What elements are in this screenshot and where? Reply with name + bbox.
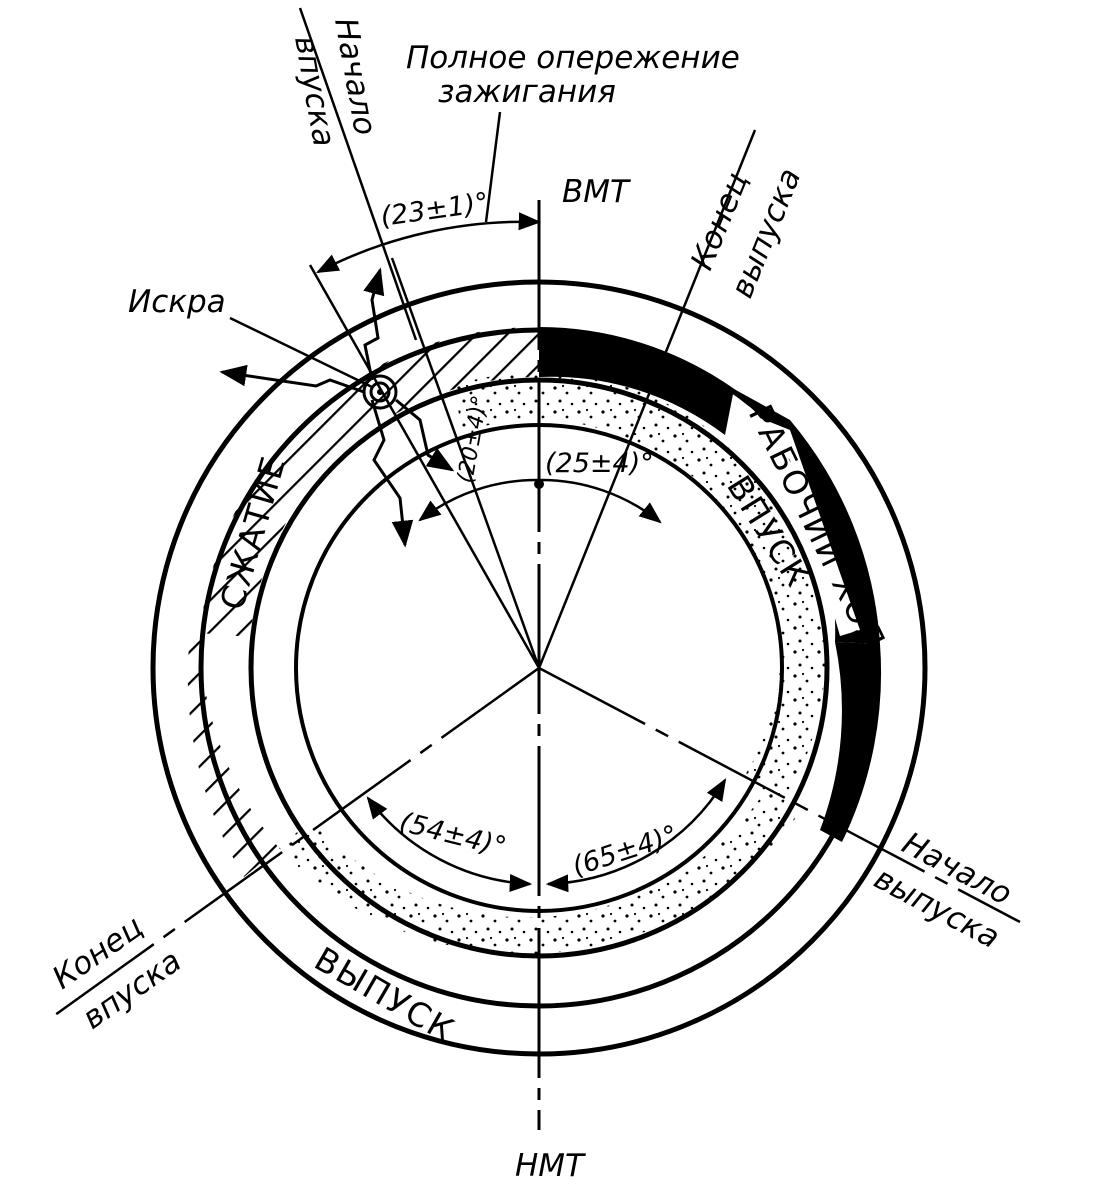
exhaust-start-radial xyxy=(538,666,1021,924)
spark-icon xyxy=(219,267,455,548)
spark-radial xyxy=(390,257,541,669)
exhaust-close-arc xyxy=(538,478,662,524)
intake-start-leader xyxy=(298,7,418,341)
ignition-advance-arc xyxy=(316,212,542,274)
spark-label: Искра xyxy=(128,284,226,320)
spark-leader xyxy=(229,316,373,389)
bdc-label: НМТ xyxy=(515,1148,586,1184)
intake-sector xyxy=(454,372,826,808)
power-stroke-sector xyxy=(539,327,882,842)
tdc-label: ВМТ xyxy=(562,174,631,210)
intake-close-arc xyxy=(366,796,533,893)
exhaust-open-angle: (65±4)° xyxy=(569,820,682,883)
compression-sector xyxy=(187,326,539,877)
exhaust-close-angle: (25±4)° xyxy=(545,448,654,479)
full-advance-label-2: зажигания xyxy=(438,74,616,110)
intake-start-radial xyxy=(308,264,541,669)
exhaust-end-radial xyxy=(537,129,757,669)
power-stroke-label-bg xyxy=(740,410,860,636)
full-advance-leader xyxy=(484,111,502,223)
intake-close-angle: (54±4)° xyxy=(396,807,509,863)
exhaust-open-arc xyxy=(545,778,727,893)
intake-end-radial xyxy=(47,666,540,1022)
intake-open-arc xyxy=(418,478,540,522)
full-advance-label-1: Полное опережение xyxy=(406,40,740,76)
ignition-advance-angle: (23±1)° xyxy=(379,187,491,233)
arc-center-dot xyxy=(534,479,544,489)
compression-ring-label: СЖАТИЕ xyxy=(212,451,293,614)
exhaust-sector xyxy=(279,790,800,954)
